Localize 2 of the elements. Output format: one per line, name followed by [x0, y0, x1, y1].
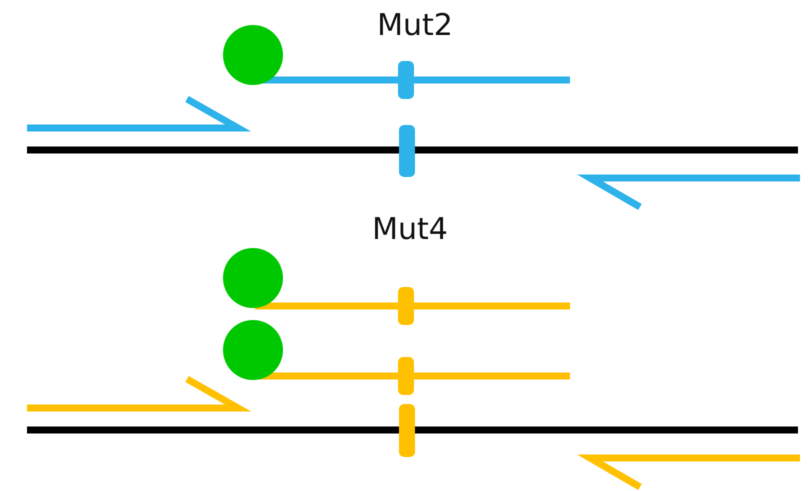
mutation-label: Mut4 — [372, 212, 448, 247]
mutation-label: Mut2 — [377, 8, 453, 43]
